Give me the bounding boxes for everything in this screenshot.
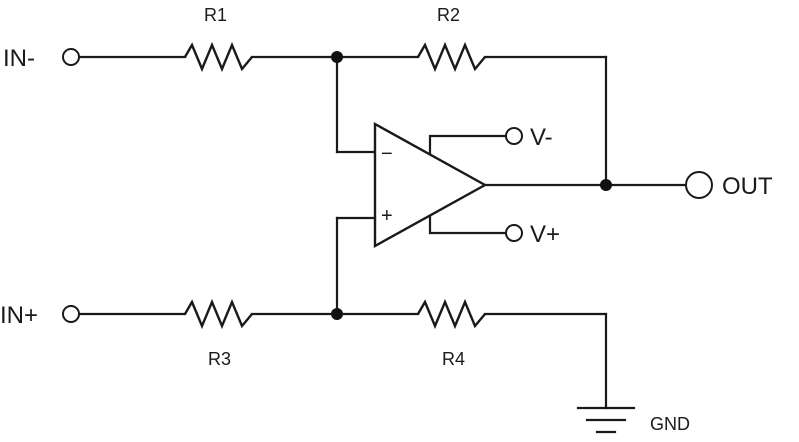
- opamp-inverting-sign: −: [381, 143, 393, 165]
- terminal-in-minus: [62, 48, 80, 66]
- junction-dot-top: [331, 51, 343, 63]
- opamp-noninverting-sign: +: [381, 205, 393, 227]
- label-in-minus: IN-: [3, 45, 35, 72]
- wire-v-plus: [428, 214, 508, 235]
- junction-dot-bottom: [331, 308, 343, 320]
- terminal-v-plus: [505, 224, 523, 242]
- label-r1: R1: [204, 5, 227, 25]
- wire-v-minus: [428, 134, 508, 156]
- label-in-plus: IN+: [0, 302, 38, 329]
- resistor-r2: [416, 41, 486, 73]
- terminal-v-minus: [505, 127, 523, 145]
- label-r4: R4: [442, 349, 465, 369]
- label-v-minus: V-: [530, 124, 553, 151]
- terminal-out: [685, 171, 713, 199]
- label-gnd: GND: [650, 414, 690, 434]
- label-r3: R3: [208, 349, 231, 369]
- label-out: OUT: [722, 173, 773, 200]
- label-r2: R2: [437, 5, 460, 25]
- resistor-r3: [183, 298, 253, 330]
- label-v-plus: V+: [530, 221, 560, 248]
- resistor-r1: [183, 41, 253, 73]
- junction-dot-output: [600, 179, 612, 191]
- terminal-in-plus: [62, 305, 80, 323]
- resistor-r4: [416, 298, 486, 330]
